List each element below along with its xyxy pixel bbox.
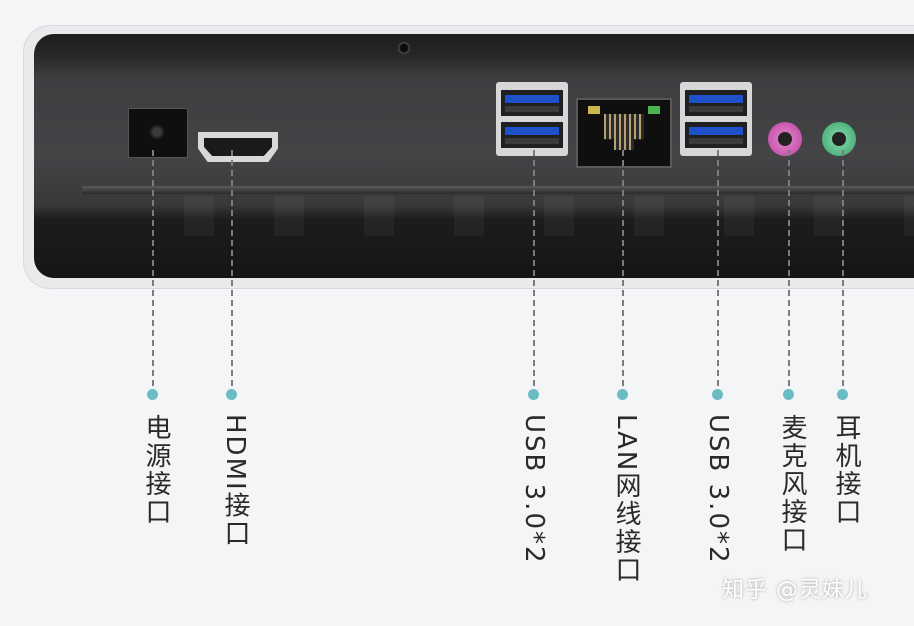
usb-slot (501, 90, 563, 116)
lan-led-green (648, 106, 660, 114)
marker-dot-lan (617, 389, 628, 400)
label-earphone: 耳机接口 (831, 414, 861, 526)
power-port (128, 108, 188, 158)
usb-slot (501, 122, 563, 148)
lan-port (576, 98, 672, 168)
marker-dot-hdmi (226, 389, 237, 400)
panel-reflection (124, 196, 914, 236)
label-hdmi: HDMI接口 (220, 414, 250, 548)
usb-slot (685, 122, 747, 148)
watermark: 知乎 @灵妹儿 (722, 578, 868, 603)
lan-jack (604, 114, 644, 150)
marker-dot-mic (783, 389, 794, 400)
label-power: 电源接口 (141, 414, 171, 526)
marker-dot-usb-left (528, 389, 539, 400)
usb-port-left (496, 82, 568, 156)
label-usb-left: USB 3.0*2 (519, 414, 549, 565)
leader-line-usb-right (717, 150, 719, 386)
screw-hole (398, 42, 410, 54)
leader-line-hdmi (231, 150, 233, 386)
label-lan: LAN网线接口 (611, 414, 641, 585)
leader-line-power (152, 150, 154, 386)
marker-dot-power (147, 389, 158, 400)
usb-slot (685, 90, 747, 116)
panel-lip (82, 186, 914, 194)
lan-led-yellow (588, 106, 600, 114)
leader-line-mic (788, 150, 790, 386)
label-usb-right: USB 3.0*2 (703, 414, 733, 565)
leader-line-usb-left (533, 150, 535, 386)
earphone-jack (822, 122, 856, 156)
mic-jack (768, 122, 802, 156)
marker-dot-earphone (837, 389, 848, 400)
marker-dot-usb-right (712, 389, 723, 400)
usb-port-right (680, 82, 752, 156)
leader-line-earphone (842, 150, 844, 386)
label-mic: 麦克风接口 (777, 414, 807, 554)
port-panel (34, 34, 914, 278)
hdmi-port (198, 132, 278, 162)
leader-line-lan (622, 150, 624, 386)
device-side-panel (24, 26, 914, 288)
